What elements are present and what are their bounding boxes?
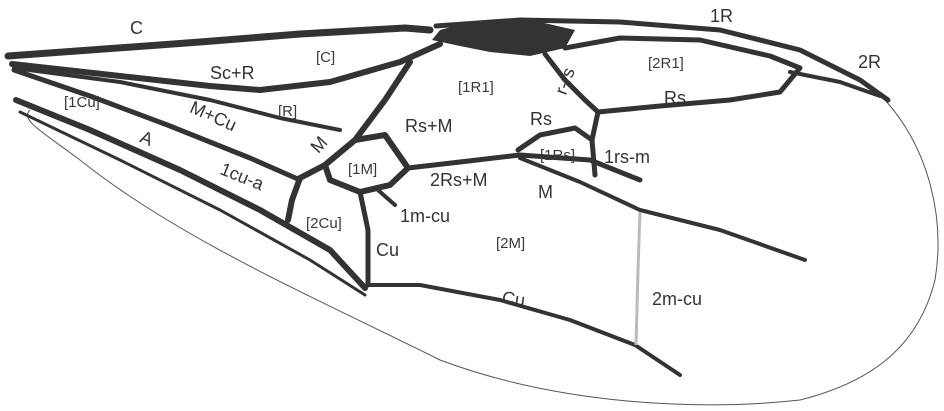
vein-anal-lower: [18, 110, 367, 297]
label-cu-bottom: Cu: [501, 287, 527, 310]
cell-c: [C]: [316, 49, 335, 66]
vein-1r: [433, 17, 891, 103]
label-a: A: [137, 127, 156, 150]
label-2r: 2R: [858, 52, 881, 72]
wing-outline: [27, 99, 939, 406]
label-rs-inner: Rs: [530, 109, 552, 129]
label-1m-cu: 1m-cu: [400, 206, 450, 226]
vein-2m-cu: [634, 211, 642, 346]
vein-rs-to-2r: [788, 70, 882, 98]
label-2rs-m: 2Rs+M: [430, 170, 488, 190]
cell-1rs: [1Rs]: [540, 147, 575, 164]
label-2m-cu: 2m-cu: [652, 289, 702, 309]
vein-1m-loop: [322, 132, 411, 195]
label-rs-upper: Rs: [664, 88, 686, 108]
vein-c: [4, 24, 434, 60]
vein-1m-cu: [376, 188, 397, 207]
cell-2m: [2M]: [496, 235, 525, 252]
vein-cu-left: [357, 189, 371, 288]
vein-r-rs: [542, 51, 601, 115]
label-c: C: [130, 18, 143, 38]
cell-2cu: [2Cu]: [306, 215, 342, 232]
label-sc-r: Sc+R: [210, 63, 255, 83]
cell-1cu: [1Cu]: [64, 94, 100, 111]
vein-cu-bottom: [366, 283, 682, 377]
vein-1rs-m: [589, 109, 601, 178]
vein-rs-inner: [515, 125, 595, 153]
cell-2r1: [2R1]: [648, 55, 684, 72]
vein-a: [13, 97, 368, 291]
vein-2rs-m: [405, 152, 643, 183]
label-m-left: M: [306, 132, 331, 157]
vein-m-cu: [11, 67, 303, 183]
label-cu-left: Cu: [376, 240, 399, 260]
vein-1cu-a: [285, 175, 303, 223]
cell-r: [R]: [278, 103, 297, 120]
pterostigma: [432, 22, 575, 56]
vein-2r1-cell: [562, 35, 803, 115]
label-1rs-m: 1rs-m: [604, 147, 650, 167]
label-m-right: M: [538, 182, 553, 202]
vein-m-right: [518, 156, 807, 262]
cell-1m: [1M]: [348, 161, 377, 178]
cell-1r1: [1R1]: [458, 79, 494, 96]
label-rs-m: Rs+M: [405, 116, 453, 136]
vein-r-inner: [12, 66, 342, 132]
vein-sc-r: [9, 41, 443, 93]
label-1r: 1R: [710, 6, 733, 26]
